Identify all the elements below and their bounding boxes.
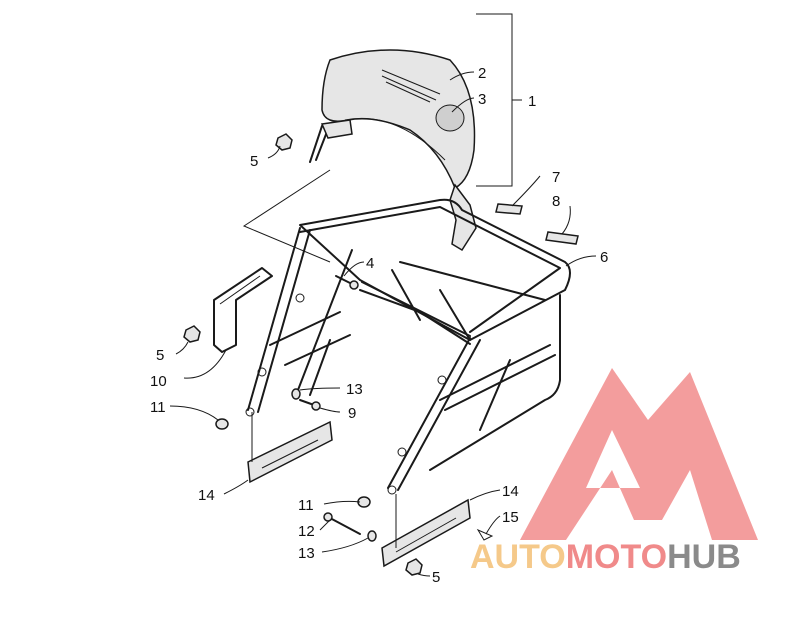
callout-4: 4 — [366, 255, 374, 272]
backrest-pad — [321, 49, 476, 190]
nut-5-bottom — [405, 558, 423, 576]
callout-8: 8 — [552, 193, 560, 210]
cap-11-left — [215, 418, 229, 430]
callout-6: 6 — [600, 249, 608, 266]
callout-1: 1 — [528, 93, 536, 110]
callout-12: 12 — [298, 523, 315, 540]
watermark-auto: AUTO — [470, 538, 566, 576]
clip-15 — [476, 528, 494, 541]
callout-7: 7 — [552, 169, 560, 186]
hardware — [183, 133, 579, 576]
mounting-plate-left — [247, 420, 333, 484]
backrest-assembly — [309, 49, 477, 252]
callout-5-left: 5 — [156, 347, 164, 364]
side-handle — [213, 267, 273, 353]
svg-text:AUTOMOTOHUB: AUTOMOTOHUB — [470, 538, 741, 576]
rack-frame — [245, 198, 571, 495]
callout-14-right: 14 — [502, 483, 519, 500]
callout-14-left: 14 — [198, 487, 215, 504]
nut-5-top — [275, 133, 293, 151]
callout-15: 15 — [502, 509, 519, 526]
washer-13-left — [291, 388, 301, 400]
bolt-12 — [329, 517, 361, 535]
callout-5-top: 5 — [250, 153, 258, 170]
watermark-moto: MOTO — [566, 538, 667, 576]
nut-5-left — [183, 325, 201, 343]
callout-13-right: 13 — [298, 545, 315, 562]
leader-lines — [169, 13, 597, 577]
callout-3: 3 — [478, 91, 486, 108]
watermark-logo-shape — [520, 368, 758, 540]
washer-13-right — [367, 530, 377, 542]
decal-7 — [495, 203, 523, 215]
backrest-badge-text — [381, 69, 441, 103]
callout-13-left: 13 — [346, 381, 363, 398]
callout-5-bottom: 5 — [432, 569, 440, 586]
callout-labels: 1 2 3 4 5 5 5 6 7 8 9 10 11 11 12 13 13 … — [150, 65, 608, 586]
callout-10: 10 — [150, 373, 167, 390]
backrest-reflector — [435, 104, 465, 132]
callout-9: 9 — [348, 405, 356, 422]
mounting-plate-right — [381, 498, 471, 568]
decal-8 — [545, 231, 579, 245]
bolt-4 — [335, 275, 353, 285]
watermark-text: AUTOMOTOHUB — [470, 538, 741, 576]
callout-11-right: 11 — [298, 497, 314, 514]
callout-2: 2 — [478, 65, 486, 82]
watermark-logo — [520, 368, 758, 540]
callout-11-left: 11 — [150, 399, 166, 416]
watermark-hub: HUB — [667, 538, 741, 576]
